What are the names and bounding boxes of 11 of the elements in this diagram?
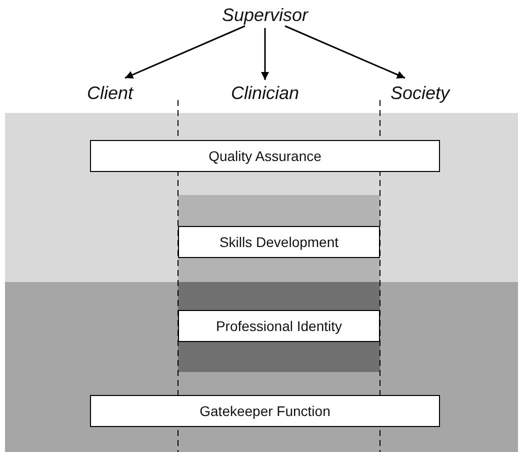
- arrow: [261, 28, 269, 80]
- function-box: Skills Development: [178, 226, 380, 258]
- role-label: Supervisor: [215, 2, 315, 28]
- role-label: Society: [380, 80, 460, 106]
- function-box: Quality Assurance: [90, 140, 440, 172]
- arrow: [124, 25, 246, 79]
- role-label: Client: [70, 80, 150, 106]
- function-box: Gatekeeper Function: [90, 395, 440, 427]
- function-box: Professional Identity: [178, 310, 380, 342]
- arrow: [284, 25, 406, 79]
- role-label: Clinician: [220, 80, 310, 106]
